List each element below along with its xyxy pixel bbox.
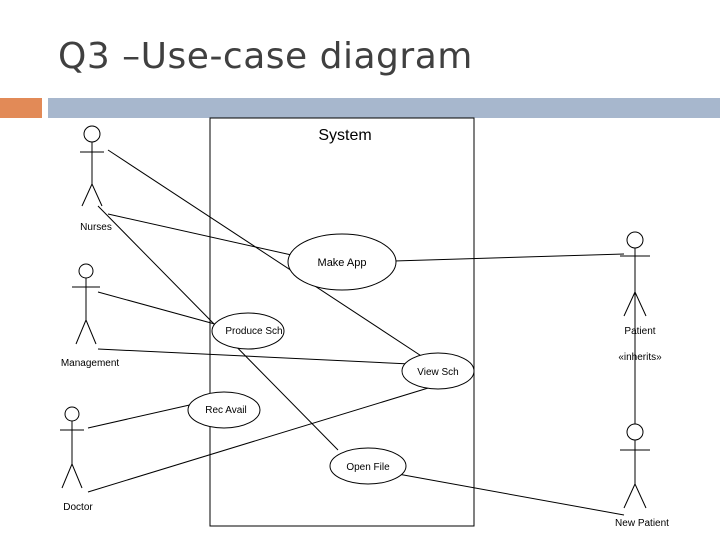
use-case-make-app[interactable]: Make App (287, 233, 397, 291)
actor-patient-label: Patient (624, 326, 655, 337)
use-case-produce-sch[interactable]: Produce Sch (211, 312, 285, 350)
actor-new-patient[interactable] (620, 423, 650, 509)
assoc-management-viewsch (97, 348, 411, 365)
use-case-label: View Sch (417, 367, 459, 378)
use-case-label: Rec Avail (205, 405, 247, 416)
assoc-management-producesch (97, 291, 223, 327)
actor-patient[interactable] (620, 231, 650, 317)
actor-doctor[interactable] (60, 406, 84, 489)
actor-new-patient-label: New Patient (615, 518, 669, 529)
assoc-patient-makeapp (393, 253, 625, 262)
slide-title: Q3 –Use-case diagram (58, 36, 473, 77)
system-label: System (318, 127, 371, 144)
assoc-nurses-makeapp (107, 213, 297, 257)
assoc-doctor-recavail (87, 403, 195, 429)
actor-nurses[interactable] (80, 125, 104, 207)
use-case-label: Make App (318, 257, 367, 269)
assoc-newpatient-openfile (397, 473, 625, 516)
use-case-label: Produce Sch (225, 326, 282, 337)
association-lines (87, 149, 636, 516)
actor-doctor-label: Doctor (63, 502, 93, 513)
system-boundary (209, 117, 475, 527)
title-bar (48, 98, 720, 118)
actor-management[interactable] (72, 263, 100, 345)
actor-management-label: Management (61, 358, 120, 369)
accent-bar (0, 98, 42, 118)
assoc-doctor-viewsch (87, 384, 439, 493)
assoc-nurses-viewsch (107, 149, 436, 366)
use-case-view-sch[interactable]: View Sch (401, 352, 475, 390)
use-case-rec-avail[interactable]: Rec Avail (187, 391, 261, 429)
use-case-open-file[interactable]: Open File (329, 447, 407, 485)
actor-nurses-label: Nurses (80, 222, 112, 233)
inherits-label: «inherits» (618, 352, 662, 363)
use-case-label: Open File (346, 462, 390, 473)
